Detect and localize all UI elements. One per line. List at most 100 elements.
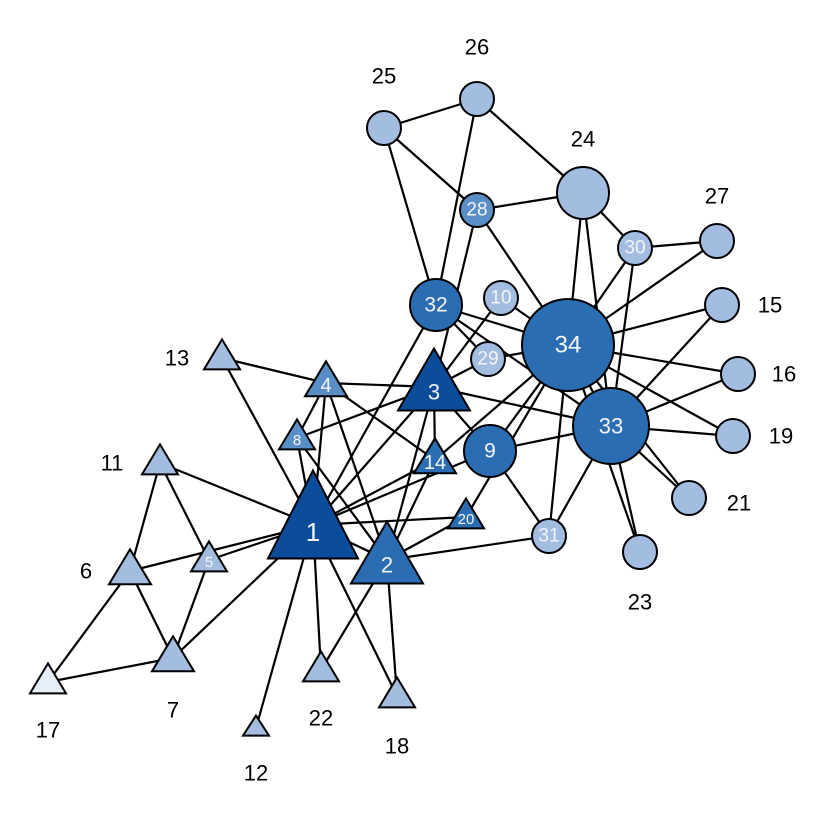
node-label-5: 5 [205, 554, 213, 571]
node-label-10: 10 [490, 288, 511, 309]
node-26-circle [459, 81, 495, 117]
node-label-11: 11 [101, 451, 124, 476]
node-2-triangle [349, 519, 425, 585]
node-19: 19 [715, 418, 793, 454]
edge-4-13 [221, 356, 327, 385]
node-15: 15 [704, 287, 782, 323]
node-5-triangle [189, 539, 229, 573]
edge-25-32 [382, 127, 438, 306]
edge-6-7 [129, 570, 174, 659]
node-22-triangle [301, 649, 341, 683]
node-18: 18 [377, 675, 417, 759]
node-16-circle [720, 356, 756, 392]
edge-2-8 [296, 437, 388, 561]
node-label-33: 33 [599, 414, 623, 439]
node-label-29: 29 [477, 349, 498, 370]
node-33-circle [572, 387, 650, 465]
edge-6-11 [128, 462, 162, 572]
node-1-triangle [266, 468, 360, 560]
node-3: 3 [396, 346, 472, 412]
node-21-circle [671, 480, 707, 516]
node-label-27: 27 [705, 184, 729, 209]
node-10-circle [483, 280, 519, 316]
node-8: 8 [277, 417, 317, 451]
node-28-circle [459, 192, 495, 228]
node-label-17: 17 [36, 718, 60, 743]
edge-6-17 [47, 570, 131, 683]
node-23-circle [622, 534, 658, 570]
node-24: 24 [556, 127, 610, 220]
node-label-21: 21 [727, 491, 751, 516]
node-19-circle [715, 418, 751, 454]
node-27: 27 [699, 184, 735, 259]
node-7: 7 [150, 634, 196, 723]
node-label-15: 15 [758, 293, 782, 318]
node-20: 20 [446, 496, 486, 530]
node-label-30: 30 [624, 238, 645, 259]
node-26: 26 [459, 35, 495, 117]
node-label-14: 14 [424, 452, 446, 474]
node-label-2: 2 [381, 552, 393, 577]
node-13-triangle [202, 337, 242, 371]
edge-1-9 [312, 449, 491, 527]
node-4: 4 [303, 359, 349, 398]
edge-1-11 [159, 461, 314, 527]
edge-26-32 [434, 98, 479, 306]
edge-2-3 [385, 386, 436, 561]
node-21: 21 [671, 480, 751, 516]
node-33: 33 [572, 387, 650, 465]
node-8-triangle [277, 417, 317, 451]
node-5: 5 [189, 539, 229, 573]
node-29-circle [470, 341, 506, 377]
node-label-6: 6 [80, 559, 92, 584]
node-9: 9 [463, 424, 517, 478]
node-16: 16 [720, 356, 796, 392]
node-label-25: 25 [372, 64, 396, 89]
node-17-triangle [28, 661, 68, 695]
node-4-triangle [303, 359, 349, 398]
node-11-triangle [140, 442, 180, 476]
node-31: 31 [531, 518, 567, 554]
node-label-22: 22 [309, 706, 333, 731]
node-27-circle [699, 223, 735, 259]
node-34-circle [521, 298, 615, 392]
node-label-34: 34 [555, 332, 582, 359]
node-label-19: 19 [769, 424, 793, 449]
node-6: 6 [80, 547, 153, 586]
edge-5-11 [159, 462, 210, 561]
node-label-31: 31 [538, 526, 559, 547]
node-label-4: 4 [320, 375, 331, 397]
node-7-triangle [150, 634, 196, 673]
node-label-23: 23 [628, 590, 652, 615]
edge-2-4 [324, 382, 389, 561]
node-label-12: 12 [244, 761, 268, 786]
node-30: 30 [617, 230, 653, 266]
node-32-circle [409, 278, 463, 332]
node-23: 23 [622, 534, 658, 615]
node-label-13: 13 [165, 346, 189, 371]
edge-25-28 [383, 127, 478, 211]
edge-2-31 [386, 534, 550, 562]
node-label-1: 1 [306, 517, 320, 547]
node-13: 13 [165, 337, 242, 371]
node-11: 11 [101, 442, 180, 476]
node-25: 25 [366, 64, 402, 146]
node-10: 10 [483, 280, 519, 316]
node-2: 2 [349, 519, 425, 585]
node-6-triangle [107, 547, 153, 586]
node-25-circle [366, 110, 402, 146]
node-3-triangle [396, 346, 472, 412]
node-14: 14 [412, 436, 458, 475]
node-label-16: 16 [772, 362, 796, 387]
node-18-triangle [377, 675, 417, 709]
node-31-circle [531, 518, 567, 554]
node-label-18: 18 [385, 734, 409, 759]
node-29: 29 [470, 341, 506, 377]
node-14-triangle [412, 436, 458, 475]
node-34: 34 [521, 298, 615, 392]
edge-5-7 [171, 559, 211, 659]
edge-7-17 [47, 656, 174, 684]
